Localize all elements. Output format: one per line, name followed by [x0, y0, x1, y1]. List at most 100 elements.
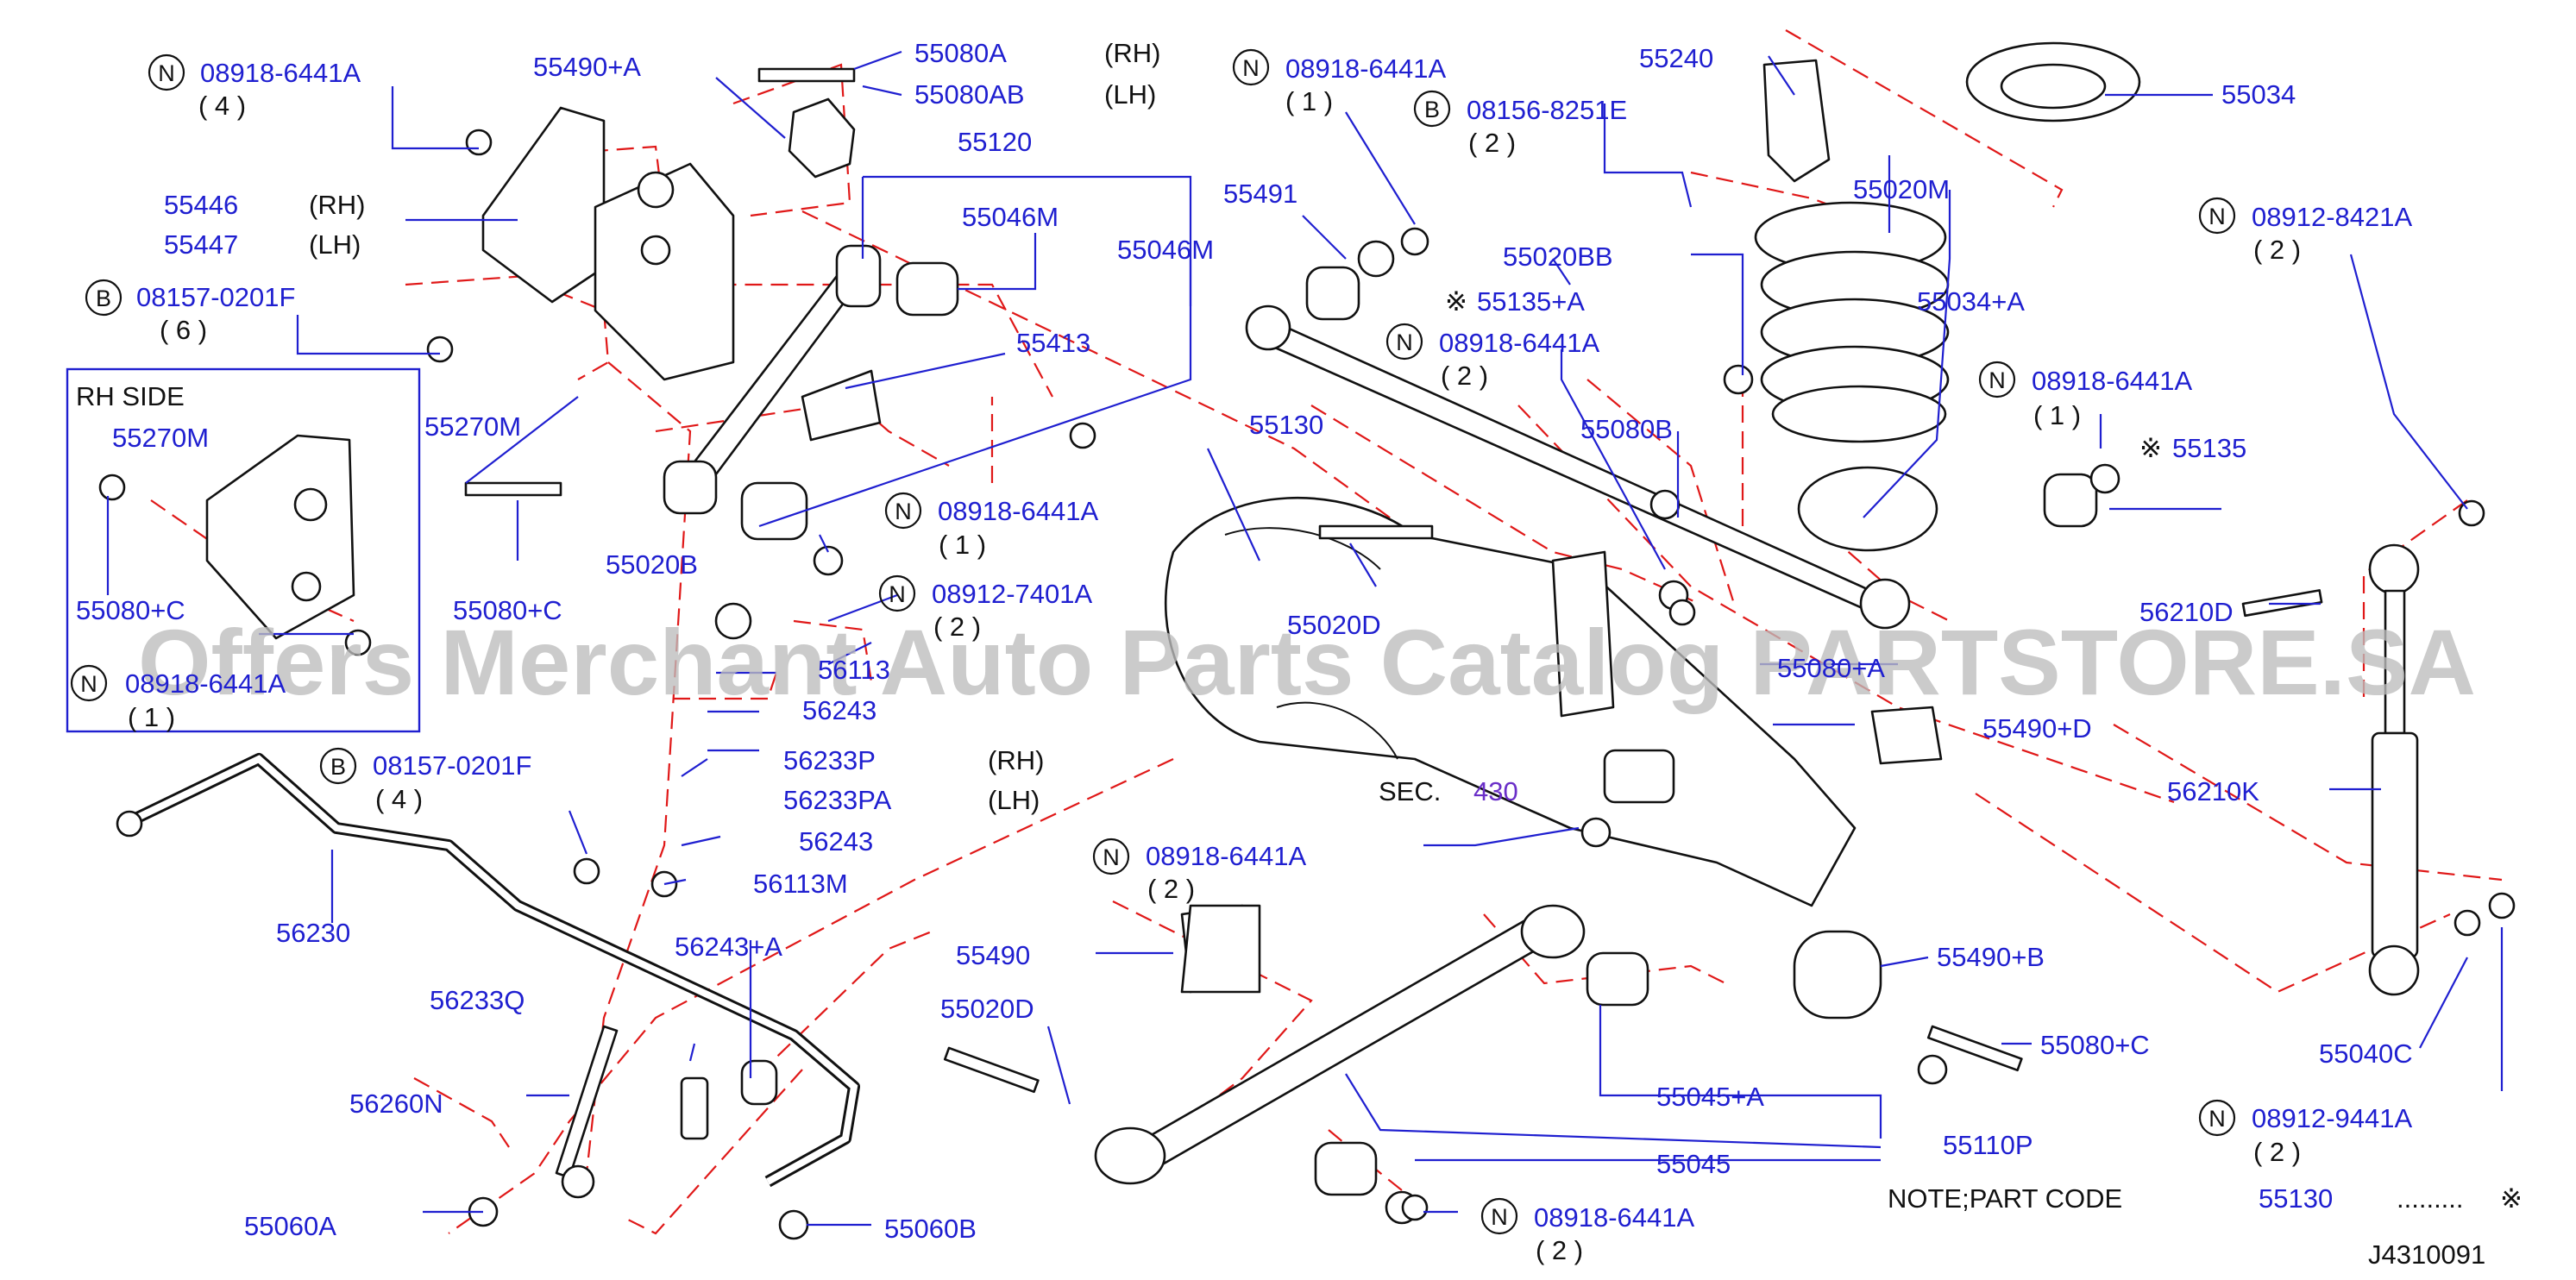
- shock-absorber: [2368, 499, 2516, 996]
- quantity-label: ( 2 ): [1536, 1235, 1583, 1265]
- part-label: 56243: [799, 826, 873, 856]
- leader-lines: [106, 50, 2504, 1227]
- upper-link-arm: [663, 244, 959, 541]
- b-marker: B: [85, 279, 123, 317]
- svg-text:N: N: [889, 581, 906, 607]
- n-marker: N: [2198, 197, 2236, 235]
- part-label: 55240: [1639, 43, 1713, 73]
- part-label: 55020M: [1853, 174, 1950, 204]
- part-label: 56113M: [753, 869, 848, 899]
- quantity-label: ( 1 ): [1285, 86, 1333, 116]
- rh-side-inset-box: [66, 367, 421, 733]
- quantity-label: ( 6 ): [160, 315, 207, 345]
- part-label: 08918-6441A: [1146, 841, 1306, 871]
- n-marker: N: [878, 574, 916, 612]
- note-label: NOTE;PART CODE: [1888, 1183, 2122, 1214]
- part-label: 55034+A: [1917, 286, 2025, 317]
- part-label: 56233Q: [430, 985, 525, 1015]
- quantity-label: ( 2 ): [933, 612, 981, 642]
- side-label: (RH): [988, 745, 1044, 775]
- part-label: 08918-6441A: [2032, 366, 2192, 396]
- n-marker: N: [884, 492, 922, 530]
- side-label: (LH): [309, 229, 361, 260]
- part-label: 55080+C: [2040, 1030, 2150, 1060]
- inset-bracket: [205, 434, 355, 640]
- part-label: 55060B: [884, 1214, 977, 1244]
- part-label: 56233P: [783, 745, 876, 775]
- part-label: 56243: [802, 695, 876, 725]
- n-marker: N: [1092, 838, 1130, 875]
- section-prefix: SEC.: [1379, 776, 1441, 806]
- bolts-and-nuts: [98, 67, 2323, 1240]
- part-label: 08918-6441A: [1285, 53, 1446, 84]
- part-label: 08918-6441A: [1534, 1202, 1694, 1233]
- part-label: 55080B: [1580, 414, 1673, 444]
- part-label: 55135: [2172, 433, 2246, 463]
- quantity-label: ( 2 ): [2253, 1137, 2301, 1167]
- note-mark: ※: [2500, 1183, 2523, 1214]
- quantity-label: ( 1 ): [128, 702, 175, 732]
- part-label: 55045+A: [1656, 1082, 1764, 1112]
- part-label: 55110P: [1943, 1130, 2033, 1160]
- part-label: 55040C: [2319, 1038, 2413, 1069]
- watermark: Offers Merchant Auto Parts Catalog PARTS…: [138, 610, 2476, 714]
- part-label: 08912-7401A: [932, 579, 1092, 609]
- part-label: 08157-0201F: [373, 750, 531, 781]
- part-label: 55270M: [424, 411, 521, 442]
- svg-text:N: N: [1242, 55, 1260, 81]
- b-marker: B: [1413, 90, 1451, 128]
- part-label: 55447: [164, 229, 238, 260]
- n-marker: N: [1978, 361, 2016, 398]
- note-dots: .........: [2397, 1183, 2464, 1214]
- part-label: 56210D: [2139, 597, 2234, 627]
- quantity-label: ( 2 ): [1468, 128, 1516, 158]
- svg-text:N: N: [895, 499, 912, 524]
- n-marker: N: [148, 53, 185, 91]
- b-marker: B: [319, 747, 357, 785]
- part-label: 55130: [1249, 410, 1323, 440]
- svg-text:N: N: [2208, 1106, 2226, 1132]
- part-label: 56233PA: [783, 785, 892, 815]
- svg-text:B: B: [330, 754, 346, 780]
- part-label: 55491: [1223, 179, 1297, 209]
- svg-text:N: N: [1491, 1204, 1508, 1230]
- n-marker: N: [1232, 48, 1270, 86]
- quantity-label: ( 1 ): [2033, 400, 2081, 430]
- part-label: 55080+A: [1777, 653, 1885, 683]
- quantity-label: ( 2 ): [1147, 874, 1195, 904]
- note-part-code: 55130: [2259, 1183, 2333, 1214]
- part-label: 08912-9441A: [2252, 1103, 2412, 1133]
- part-label: 55413: [1016, 328, 1090, 358]
- side-label: (LH): [988, 785, 1040, 815]
- part-label: 55120: [958, 127, 1032, 157]
- part-label: 55490: [956, 940, 1030, 970]
- quantity-label: ( 2 ): [1441, 361, 1488, 391]
- quantity-label: ( 4 ): [198, 91, 246, 121]
- part-label: 55080+C: [453, 595, 562, 625]
- part-label: 55490+B: [1937, 942, 2045, 972]
- coil-spring: [1754, 41, 2141, 552]
- part-label: 55080+C: [76, 595, 185, 625]
- part-label: 55020B: [606, 549, 698, 580]
- quantity-label: ( 2 ): [2253, 235, 2301, 265]
- part-label: 08918-6441A: [200, 58, 361, 88]
- part-label: 55080AB: [914, 79, 1025, 110]
- upper-link-bracket: [481, 97, 856, 381]
- part-label: 55490+D: [1982, 713, 2092, 744]
- side-label: (RH): [309, 190, 365, 220]
- part-label: 55046M: [962, 202, 1059, 232]
- part-label: 08918-6441A: [1439, 328, 1599, 358]
- svg-text:N: N: [2208, 204, 2226, 229]
- callout-labels: N 08918-6441A ( 4 ) 55490+A 55080A 55080…: [70, 38, 2523, 1270]
- part-label: 08918-6441A: [938, 496, 1098, 526]
- part-label: 08156-8251E: [1467, 95, 1627, 125]
- part-label: 55270M: [112, 423, 209, 453]
- part-label: 55045: [1656, 1149, 1731, 1179]
- part-label: 55080A: [914, 38, 1007, 68]
- svg-text:N: N: [80, 671, 97, 697]
- stabilizer-bar: [116, 753, 860, 1199]
- part-label: 55034: [2221, 79, 2296, 110]
- quantity-label: ( 1 ): [939, 530, 986, 560]
- mark-symbol: ※: [2139, 433, 2162, 463]
